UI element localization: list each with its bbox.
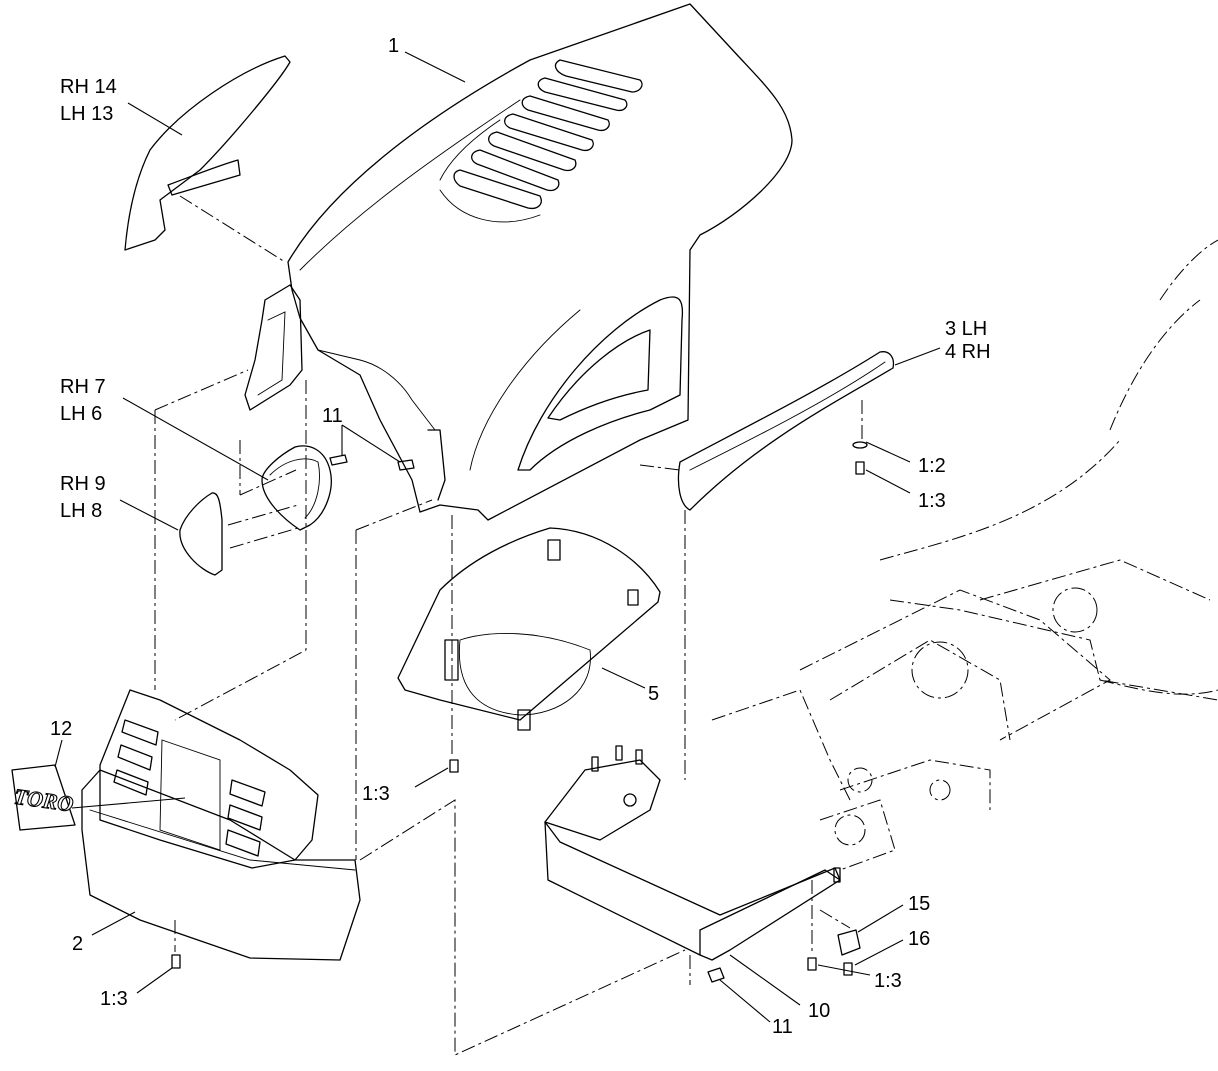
front-grille	[81, 689, 361, 961]
leader-lines	[54, 51, 941, 1023]
callout-bracket: 10	[808, 1000, 830, 1022]
mounting-bracket	[544, 745, 841, 961]
side-panel	[124, 55, 291, 251]
callout-decal: 12	[50, 718, 72, 740]
headlight-bracket	[244, 284, 303, 411]
callout-washer: 1:2	[918, 455, 946, 477]
callout-labels: 1 RH 14 LH 13 3 LH 4 RH RH 7 LH 6 11 1:2…	[50, 35, 991, 1038]
callout-screw-grille: 1:3	[100, 988, 128, 1010]
callout-lens-lh: LH 8	[60, 500, 102, 522]
alignment-lines	[154, 195, 863, 1056]
callout-screw-16: 16	[908, 928, 930, 950]
callout-handle-lh: 3 LH	[945, 318, 987, 340]
hood	[287, 3, 793, 521]
callout-side-panel-lh: LH 13	[60, 103, 113, 125]
callout-bolt-lower: 11	[772, 1016, 793, 1038]
callout-lens-rh: RH 9	[60, 473, 106, 495]
decal-logo-text: TORO	[13, 784, 76, 817]
callout-screw-pan: 1:3	[362, 783, 390, 805]
callout-side-panel-rh: RH 14	[60, 76, 117, 98]
callout-bolt-upper: 11	[322, 405, 343, 427]
fasteners	[171, 441, 868, 983]
callout-clip: 15	[908, 893, 930, 915]
callout-screw-handle: 1:3	[918, 490, 946, 512]
callout-fuel-pan: 5	[648, 683, 659, 705]
fuel-tank-pan	[397, 527, 661, 731]
callout-housing-lh: LH 6	[60, 403, 102, 425]
headlight-housing	[261, 445, 332, 531]
callout-screw-bracket: 1:3	[874, 970, 902, 992]
tractor-chassis	[711, 239, 1218, 871]
callout-hood: 1	[388, 35, 399, 57]
callout-handle-rh: 4 RH	[945, 341, 991, 363]
callout-housing-rh: RH 7	[60, 376, 106, 398]
headlight-lens	[179, 492, 223, 576]
toro-decal: TORO	[11, 764, 76, 831]
side-handle	[677, 351, 895, 511]
callout-grille: 2	[72, 933, 83, 955]
